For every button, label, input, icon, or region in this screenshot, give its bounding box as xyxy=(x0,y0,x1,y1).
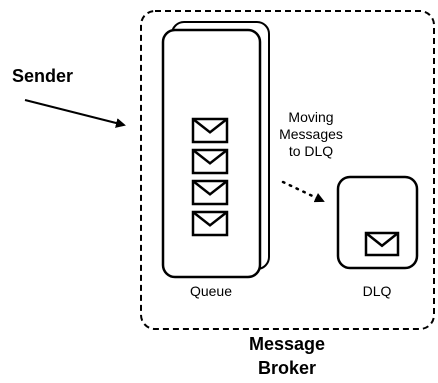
queue-label: Queue xyxy=(190,283,232,299)
flow-label-line2: Messages xyxy=(279,126,343,142)
dlq-messages xyxy=(364,231,400,257)
broker-label-line2: Broker xyxy=(258,358,316,378)
envelope-icon xyxy=(191,117,229,144)
envelope-icon xyxy=(191,179,229,206)
envelope-icon xyxy=(191,210,229,237)
envelope-icon xyxy=(191,148,229,175)
dlq-flow-arrow xyxy=(281,180,325,203)
flow-label-line1: Moving xyxy=(288,109,333,125)
queue-messages xyxy=(191,117,229,237)
sender-label: Sender xyxy=(12,66,73,86)
flow-label-line3: to DLQ xyxy=(289,143,333,159)
message-broker-boundary xyxy=(140,10,435,330)
dlq-label: DLQ xyxy=(363,283,392,299)
sender-arrow xyxy=(24,99,126,128)
queue xyxy=(161,21,270,279)
envelope-icon xyxy=(364,231,400,257)
broker-label-line1: Message xyxy=(249,334,325,354)
